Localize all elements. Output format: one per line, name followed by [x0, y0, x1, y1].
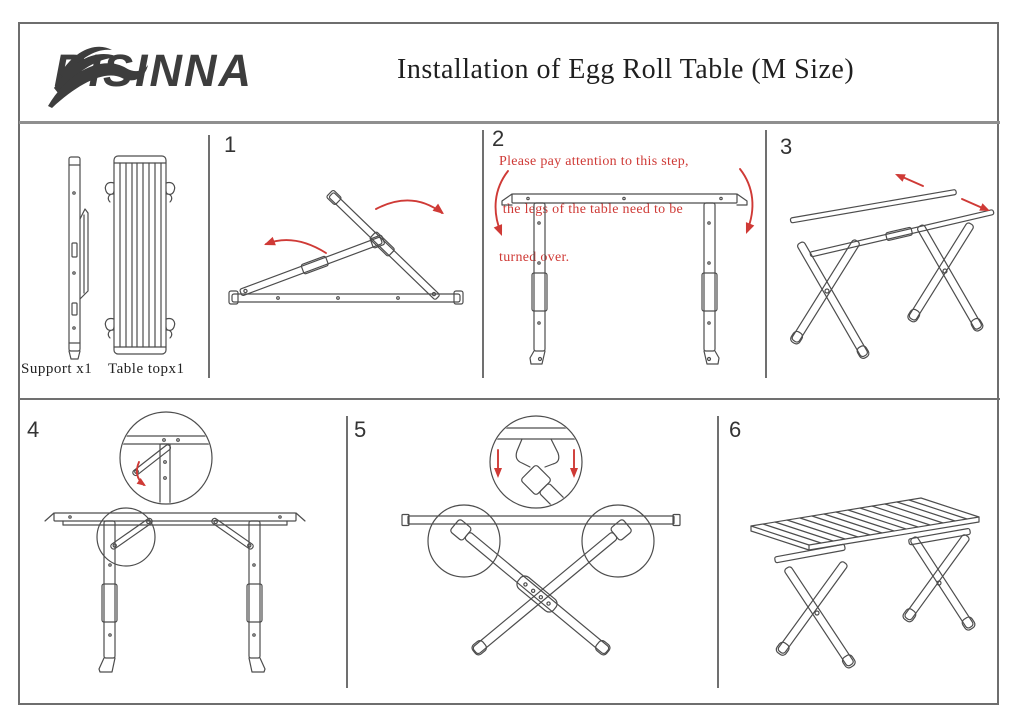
- brand-swoosh-icon: [48, 46, 148, 108]
- divider-parts-step1: [208, 135, 210, 378]
- rotate-left-arrowhead-icon: [264, 236, 276, 246]
- header-divider: [19, 121, 1000, 124]
- tabletop-part-label: Table topx1: [108, 361, 185, 377]
- flip-right-arrowhead-icon: [745, 222, 755, 234]
- corner-hook-icon: [165, 181, 176, 203]
- joint-highlight-circle: [96, 507, 156, 567]
- sheet-border: [18, 22, 999, 705]
- brand-logo: BISINNA: [46, 36, 253, 108]
- folded-support-part: [68, 156, 89, 360]
- step-6-diagram: [750, 497, 980, 669]
- left-hook-highlight-circle: [427, 504, 501, 578]
- right-hook-highlight-circle: [581, 504, 655, 578]
- step-3-diagram: [789, 174, 995, 359]
- zoom-callout-circle: [489, 415, 583, 509]
- frame-perspective-drawing: [789, 189, 995, 359]
- corner-hook-icon: [104, 181, 115, 203]
- brace-detail-callout: [121, 435, 211, 503]
- press-down-left-arrowhead-icon: [494, 468, 502, 478]
- row-divider: [19, 398, 1000, 400]
- rotate-left-arrow-icon: [265, 239, 327, 254]
- rotate-right-arrow-icon: [375, 199, 443, 214]
- parts-panel-diagram: [68, 155, 176, 360]
- step-5-number: 5: [354, 417, 367, 442]
- zoom-callout-circle: [119, 411, 213, 505]
- step-4-diagram: [44, 411, 306, 673]
- tabletop-on-xframe-drawing: [401, 415, 681, 656]
- swing-brace-arrowhead-icon: [136, 477, 146, 486]
- step-3-number: 3: [780, 134, 793, 159]
- step-2-number: 2: [492, 126, 505, 151]
- step-4-number: 4: [27, 417, 40, 442]
- divider-step1-step2: [482, 130, 484, 378]
- step-2-warning-note: Please pay attention to this step, the l…: [499, 122, 689, 298]
- support-part-label: Support x1: [21, 361, 93, 377]
- pull-right-arrowhead-icon: [979, 203, 990, 211]
- step-6-number: 6: [729, 417, 742, 442]
- inverted-frame-drawing: [501, 193, 748, 365]
- corner-hook-icon: [165, 317, 176, 339]
- flip-left-arrowhead-icon: [493, 224, 503, 236]
- corner-hook-icon: [104, 317, 115, 339]
- note-line-2: the legs of the table need to be: [499, 202, 684, 217]
- step-1-number: 1: [224, 132, 237, 157]
- divider-step2-step3: [765, 130, 767, 378]
- page-title: Installation of Egg Roll Table (M Size): [397, 54, 855, 85]
- rolled-tabletop-part: [104, 155, 176, 355]
- finished-table-drawing: [750, 497, 980, 669]
- press-down-right-arrowhead-icon: [570, 468, 578, 478]
- note-line-3: turned over.: [499, 250, 570, 265]
- hook-detail-callout: [491, 427, 581, 507]
- note-line-1: Please pay attention to this step,: [499, 154, 689, 169]
- step-5-diagram: [401, 415, 681, 656]
- rotate-right-arrowhead-icon: [432, 203, 444, 214]
- step-1-diagram: [228, 189, 464, 305]
- divider-step5-step6: [717, 416, 719, 688]
- pull-left-arrowhead-icon: [895, 174, 906, 182]
- divider-step4-step5: [346, 416, 348, 688]
- step-2-diagram: [493, 168, 755, 365]
- unfolding-support-drawing: [228, 189, 464, 305]
- frame-with-braces-drawing: [44, 411, 306, 673]
